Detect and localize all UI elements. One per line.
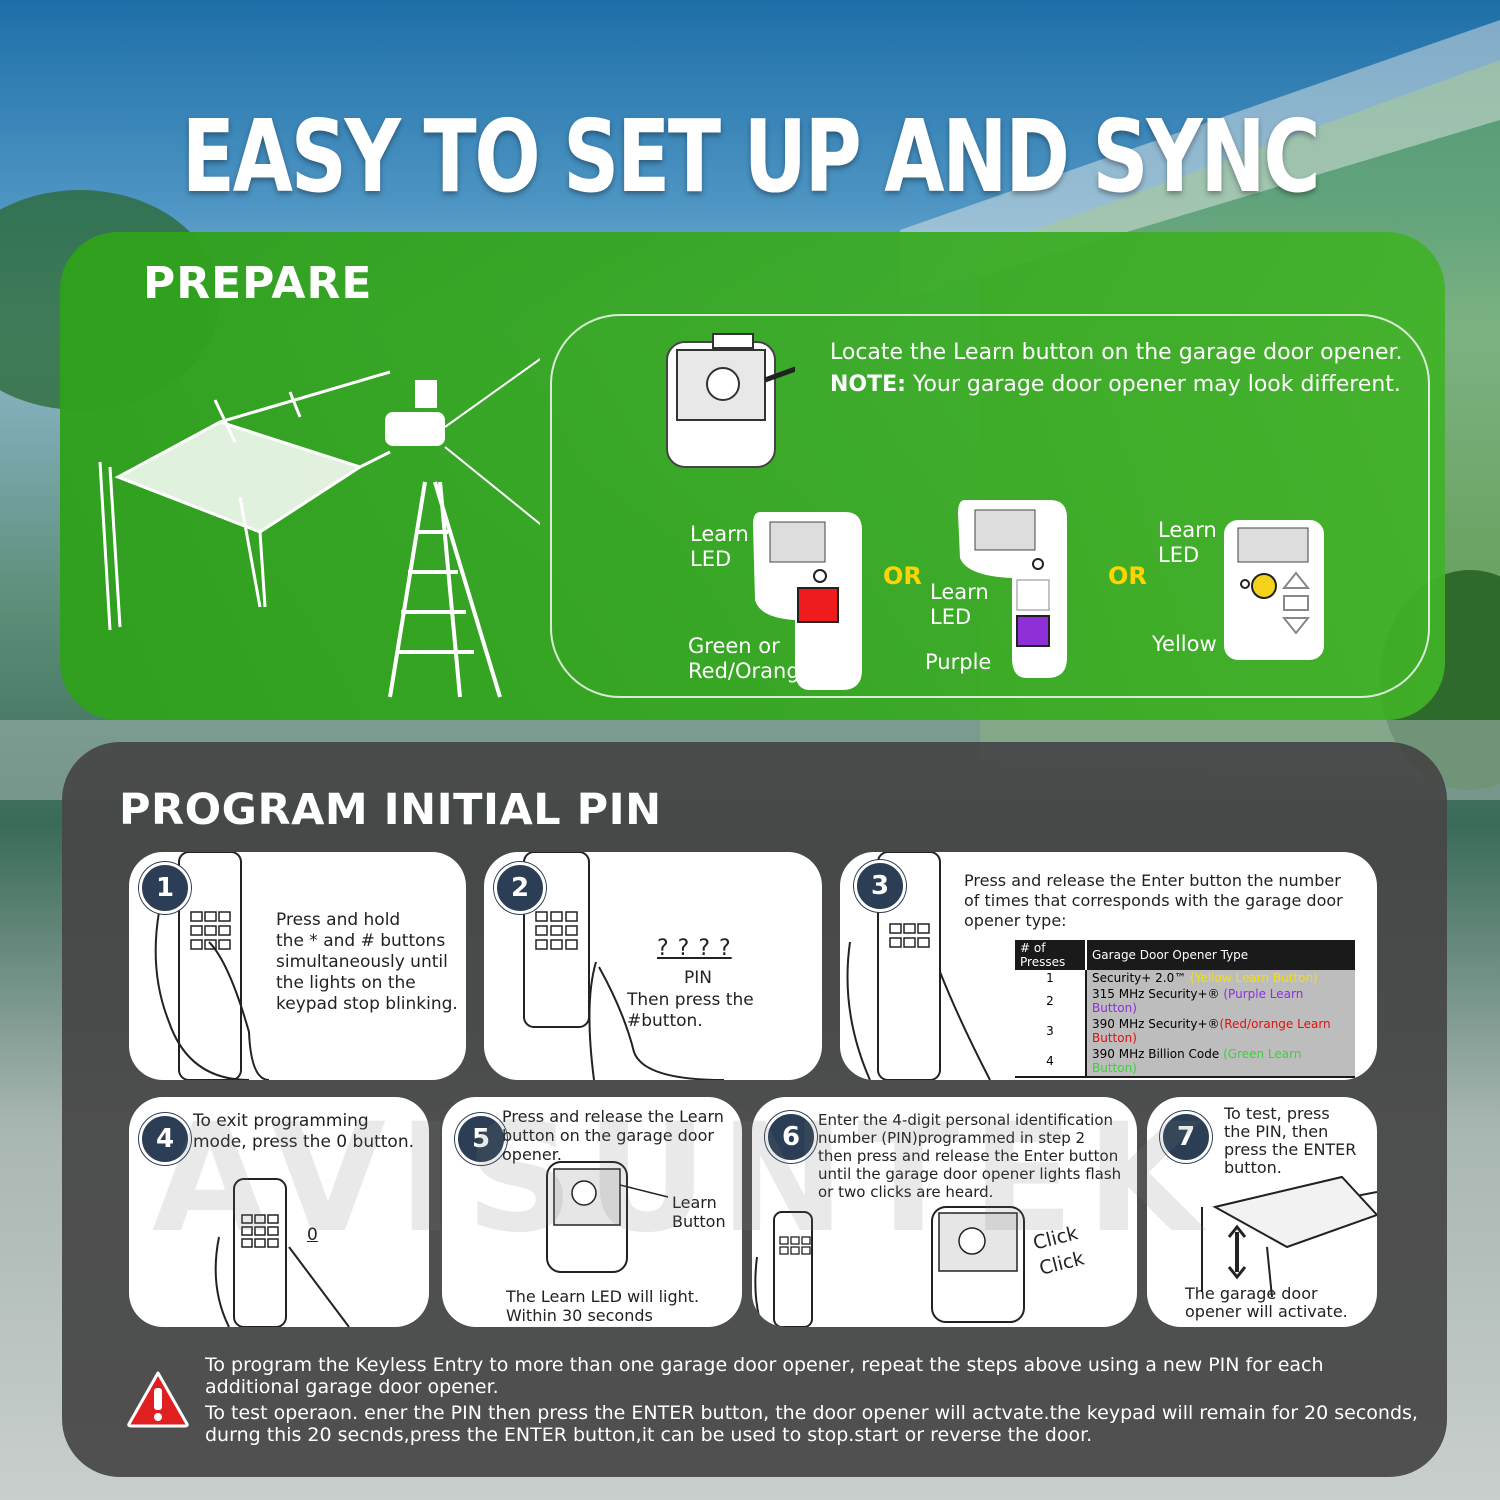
keypad-hand-illustration (846, 852, 991, 1080)
prepare-panel: PREPARE Locate the Learn button on the g… (60, 232, 1445, 720)
table-cell: 315 MHz Security+® (Purple Learn Button) (1086, 986, 1355, 1016)
brand-watermark: AVISUNTEK (152, 1092, 1215, 1266)
table-row: 3 390 MHz Security+®(Red/orange Learn Bu… (1015, 1016, 1355, 1046)
step-footnote: The Learn LED will light.Within 30 secon… (506, 1287, 700, 1325)
garage-opener-icon (546, 1161, 669, 1273)
table-cell: 3 (1015, 1016, 1087, 1046)
step-number: 4 (139, 1113, 191, 1165)
table-header: # of Presses (1015, 940, 1087, 970)
step-number: 5 (455, 1113, 507, 1165)
learn-panel-purple (958, 500, 1067, 678)
table-cell: Security+ 2.0™ (Yellow Learn Button) (1086, 970, 1355, 986)
step-number: 1 (139, 862, 191, 914)
yellow-learn-button (1251, 573, 1277, 599)
table-row: 2 315 MHz Security+® (Purple Learn Butto… (1015, 986, 1355, 1016)
step-text: Press and release the Enter button the n… (964, 871, 1343, 930)
keypad-hand-illustration (154, 852, 270, 1080)
pin-label: PIN (684, 968, 712, 988)
locate-text: Locate the Learn button on the garage do… (830, 340, 1403, 365)
step-number: 7 (1160, 1111, 1212, 1163)
program-heading: PROGRAM INITIAL PIN (119, 785, 662, 835)
keypad-hand-illustration (214, 1178, 350, 1327)
keypad-opener-illustration (754, 1206, 1025, 1327)
step-text: Then press the #button. (627, 990, 754, 1031)
note-line: NOTE: Your garage door opener may look d… (830, 372, 1401, 397)
step-number: 3 (854, 860, 906, 912)
prepare-callout (550, 314, 1430, 698)
learn-panel-red (753, 512, 862, 690)
garage-opener-icon (666, 333, 795, 468)
garage-door-icon (1201, 1175, 1377, 1298)
ladder-icon (388, 481, 502, 698)
learn-panel-yellow (1224, 520, 1324, 660)
step-card-6: 6 Enter the 4-digit personal identificat… (752, 1097, 1137, 1327)
step-card-3: 3 Press and release the Enter button the… (840, 852, 1377, 1080)
red-learn-button (797, 587, 839, 623)
opener-type-table: # of Presses Garage Door Opener Type 1 S… (1015, 940, 1355, 1078)
prepare-heading: PREPARE (143, 258, 373, 309)
or-label-1: OR (883, 562, 922, 590)
panel3-color-label: Yellow (1152, 632, 1217, 656)
table-header: Garage Door Opener Type (1092, 948, 1249, 962)
warning-multi-opener: To program the Keyless Entry to more tha… (205, 1354, 1324, 1398)
warning-icon (127, 1371, 189, 1428)
garage-door-illustration (98, 357, 540, 698)
digit-zero: 0 (307, 1225, 318, 1245)
step-number: 2 (494, 862, 546, 914)
note-text: Your garage door opener may look differe… (912, 372, 1401, 397)
purple-learn-button (1016, 615, 1050, 647)
or-label-2: OR (1108, 562, 1147, 590)
step-text: Enter the 4-digit personal identificatio… (818, 1111, 1122, 1201)
table-row: 4 390 MHz Billion Code (Green Learn Butt… (1015, 1046, 1355, 1077)
note-label: NOTE: (830, 372, 906, 397)
page-title: EASY TO SET UP AND SYNC (181, 98, 1321, 215)
panel2-color-label: Purple (925, 650, 992, 674)
table-cell: 390 MHz Security+®(Red/orange Learn Butt… (1086, 1016, 1355, 1046)
table-cell: 4 (1015, 1046, 1087, 1077)
warning-test-operation: To test operaon. ener the PIN then press… (205, 1402, 1418, 1446)
table-row: 1 Security+ 2.0™ (Yellow Learn Button) (1015, 970, 1355, 986)
step-card-2: 2 ? ? ? ? PIN Then press the #button. (484, 852, 822, 1080)
pin-marks: ? ? ? ? (657, 936, 732, 961)
table-cell: 1 (1015, 970, 1087, 986)
table-cell: 390 MHz Billion Code (Green Learn Button… (1086, 1046, 1355, 1077)
step-number: 6 (765, 1111, 817, 1163)
table-cell: 2 (1015, 986, 1087, 1016)
table-header-row: # of Presses Garage Door Opener Type (1015, 940, 1355, 970)
